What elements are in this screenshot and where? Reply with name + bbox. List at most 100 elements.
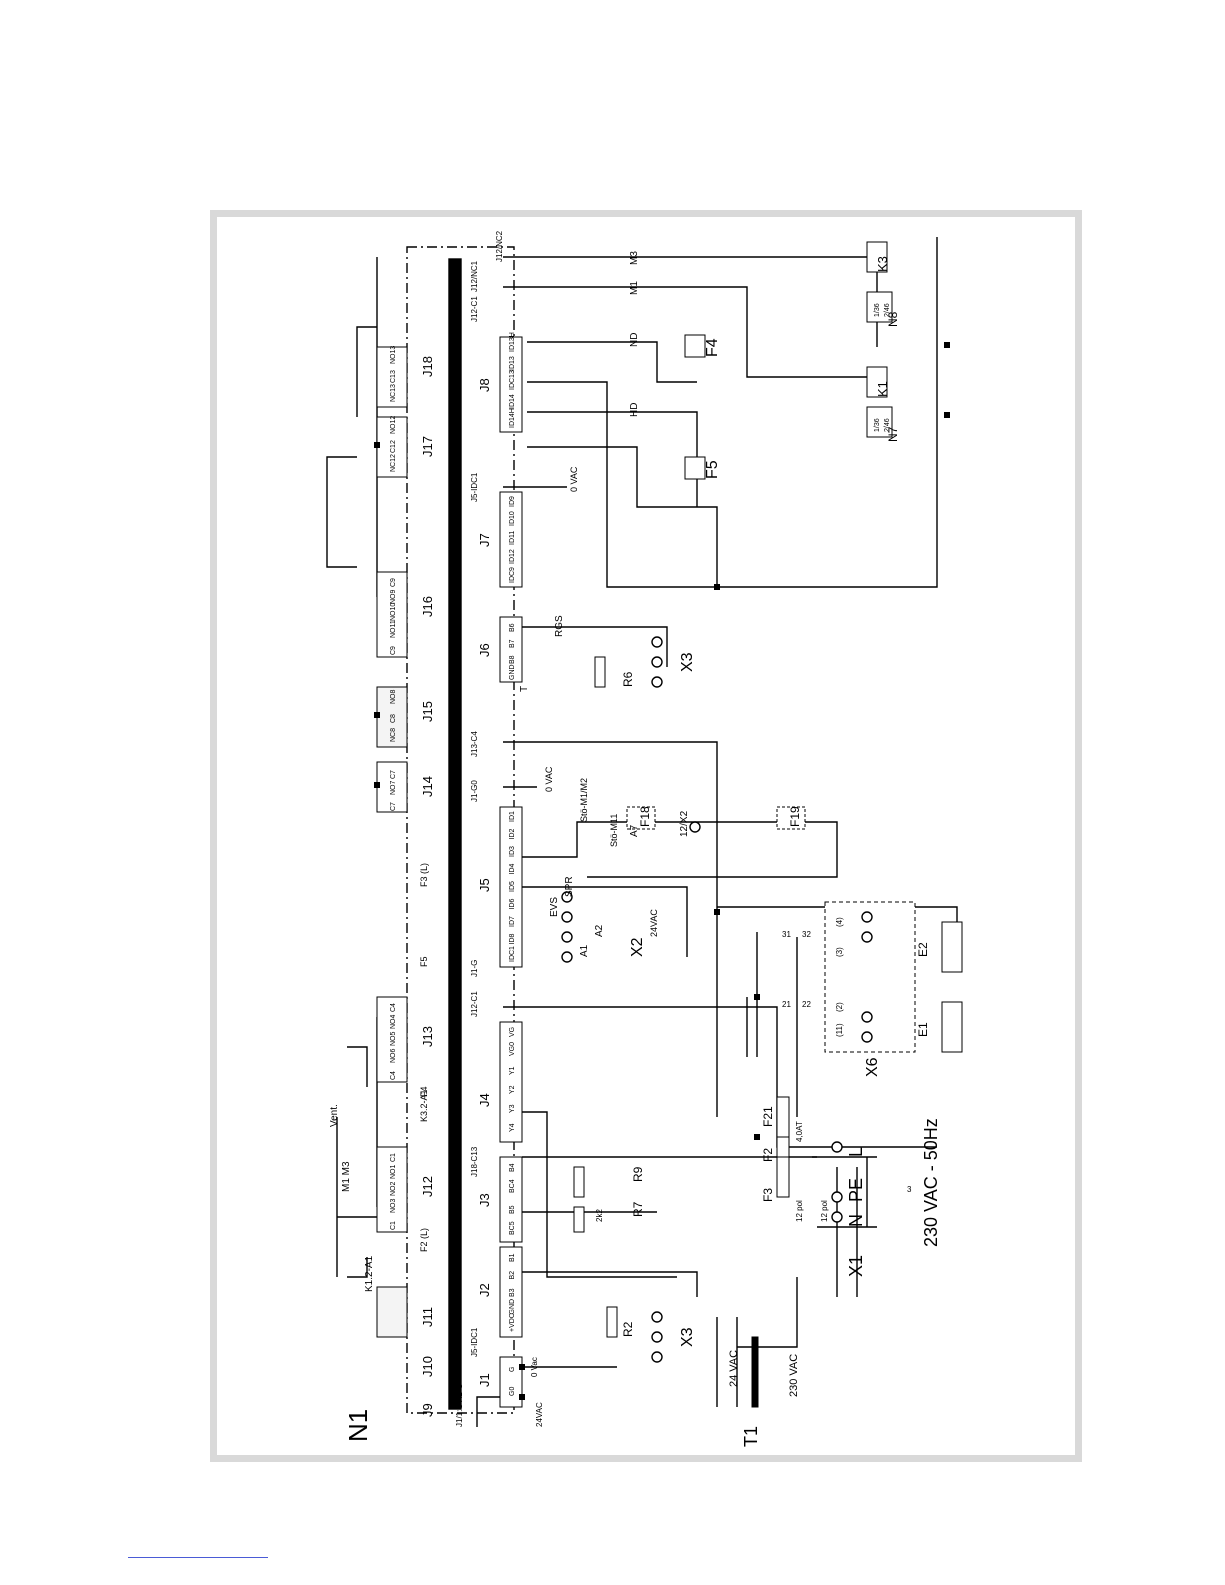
label-230vac: 230 VAC: [788, 1354, 800, 1397]
label-j12c1b: J12-C1: [470, 991, 479, 1017]
mains-line-N: [817, 1157, 877, 1228]
n8-relay: [866, 291, 893, 323]
pin-label-j5-3: ID4: [509, 864, 516, 875]
pin-label-j13-3: NO6: [390, 1049, 397, 1064]
pin-label-j17-0: NO12: [390, 416, 397, 434]
label-a7: A7: [629, 824, 640, 837]
label-mains: 230 VAC - 50Hz: [921, 1118, 941, 1247]
pin-label-j3-3: BC5: [509, 1221, 516, 1235]
label-j5idc1: J5-IDC1: [470, 472, 479, 502]
pin-label-j12-0: C1: [390, 1153, 397, 1162]
f5-switch: [684, 456, 706, 480]
f4-switch: [684, 334, 706, 358]
label-j12c1: J12-C1: [470, 296, 479, 322]
label-x6: X6: [864, 1057, 881, 1077]
pin-label-j13-2: NO5: [390, 1032, 397, 1047]
label-pe: PE: [846, 1178, 866, 1202]
label-hd: HD: [629, 403, 640, 417]
schematic-frame: N1 T1 X1 PE N L 230 VAC - 50Hz X6 X2 X3 …: [210, 210, 1082, 1462]
label-j4: J4: [477, 1093, 492, 1107]
label-sto-m11: Stö-M11: [609, 814, 619, 847]
label-x2-24vac: 24VAC: [649, 909, 659, 937]
pin-label-j5-2: ID3: [509, 846, 516, 857]
x2-terminal-4: [561, 951, 573, 963]
pin-label-j18-1: C13: [390, 370, 397, 383]
label-spr: SPR: [564, 876, 575, 897]
e2-heater: [941, 921, 963, 973]
label-x6-14: (4): [835, 917, 844, 927]
label-k3: K3: [875, 256, 890, 272]
pin-label-j16-3: NO11: [390, 620, 397, 638]
main-bus: [448, 258, 462, 1410]
label-j14: J14: [420, 776, 435, 797]
pin-label-j8-3: ID14: [509, 394, 516, 409]
pin-label-j5-6: ID7: [509, 916, 516, 927]
wire-f5: [527, 446, 718, 587]
label-ovac2: 0 VAC: [544, 766, 554, 792]
label-m1: M1: [629, 281, 640, 295]
x3b-terminal-2: [651, 1331, 663, 1343]
label-l: L: [846, 1147, 866, 1157]
label-j16: J16: [420, 596, 435, 617]
pin-label-j4-3: Y2: [509, 1085, 516, 1094]
pin-label-j17-1: C12: [390, 440, 397, 453]
j12-block: [376, 1146, 408, 1233]
terminals: [561, 636, 873, 1363]
label-x6-13: (3): [835, 947, 844, 957]
label-j8: J8: [477, 378, 492, 392]
pin-label-j5-5: ID6: [509, 899, 516, 910]
pin-label-j1-0: G: [509, 1367, 516, 1372]
wire-j12c1: [503, 1006, 937, 1148]
j6-block: [499, 616, 523, 683]
r7-resistor: [573, 1206, 585, 1233]
label-12pol-b: 12 pol: [820, 1200, 829, 1222]
pin-label-j4-4: Y3: [509, 1104, 516, 1113]
pin-label-j14-0: C7: [390, 770, 397, 779]
label-j3: J3: [477, 1193, 492, 1207]
label-k3-31: 31: [782, 930, 791, 939]
wire-j5-id6: [522, 821, 687, 858]
label-e2: E2: [916, 942, 930, 957]
label-j18c13: J18-C13: [470, 1146, 479, 1177]
x3b-terminal-3: [651, 1351, 663, 1363]
x2-terminal-3: [561, 931, 573, 943]
label-n7-b: 2/46: [884, 418, 891, 432]
pin-label-j7-2: ID11: [509, 531, 516, 545]
r2-resistor: [606, 1306, 618, 1338]
label-j17: J17: [420, 436, 435, 457]
wire-hd: [527, 411, 698, 507]
pin-label-j16-2: NO10: [390, 603, 397, 621]
label-t: T: [519, 686, 530, 692]
label-k32a1: K3.2-A1: [419, 1089, 429, 1122]
f18-fuse: [626, 806, 656, 830]
pin-label-j6-0: B6: [509, 623, 516, 632]
pin-label-j5-8: IDC1: [509, 946, 516, 962]
label-x2g: X2-G: [455, 1383, 464, 1402]
pin-label-j13-1: NO4: [390, 1015, 397, 1030]
label-k1-21: 21: [782, 1000, 791, 1009]
x2-terminal-2: [561, 911, 573, 923]
label-r6: R6: [621, 671, 635, 687]
label-j2: J2: [477, 1283, 492, 1297]
pin-label-j5-0: ID1: [509, 811, 516, 822]
pin-label-j14-1: NO7: [390, 781, 397, 796]
pin-label-j5-7: ID8: [509, 934, 516, 945]
pin-label-j15-0: NO8: [390, 690, 397, 705]
x6-terminal-2: [861, 931, 873, 943]
label-24vac: 24 VAC: [728, 1350, 740, 1387]
label-12pol-a: 12 pol: [795, 1200, 804, 1222]
label-j12nc1: J12/NC1: [470, 260, 479, 292]
j2-block: [499, 1246, 523, 1338]
j8-block: [499, 336, 523, 433]
label-j1g0: J1-G0: [470, 780, 479, 802]
pin-label-j8-1: ID13: [509, 356, 516, 371]
pin-label-j2-3: GND: [509, 1299, 516, 1315]
label-m3: M3: [629, 251, 640, 265]
pin-label-j7-3: ID12: [509, 549, 516, 564]
label-k1: K1: [875, 381, 890, 397]
pin-label-j4-1: VG0: [509, 1042, 516, 1056]
pin-label-j4-5: Y4: [509, 1123, 516, 1132]
pin-label-j16-4: C9: [390, 646, 397, 655]
label-e1: E1: [916, 1022, 930, 1037]
j1-block: [499, 1356, 523, 1408]
